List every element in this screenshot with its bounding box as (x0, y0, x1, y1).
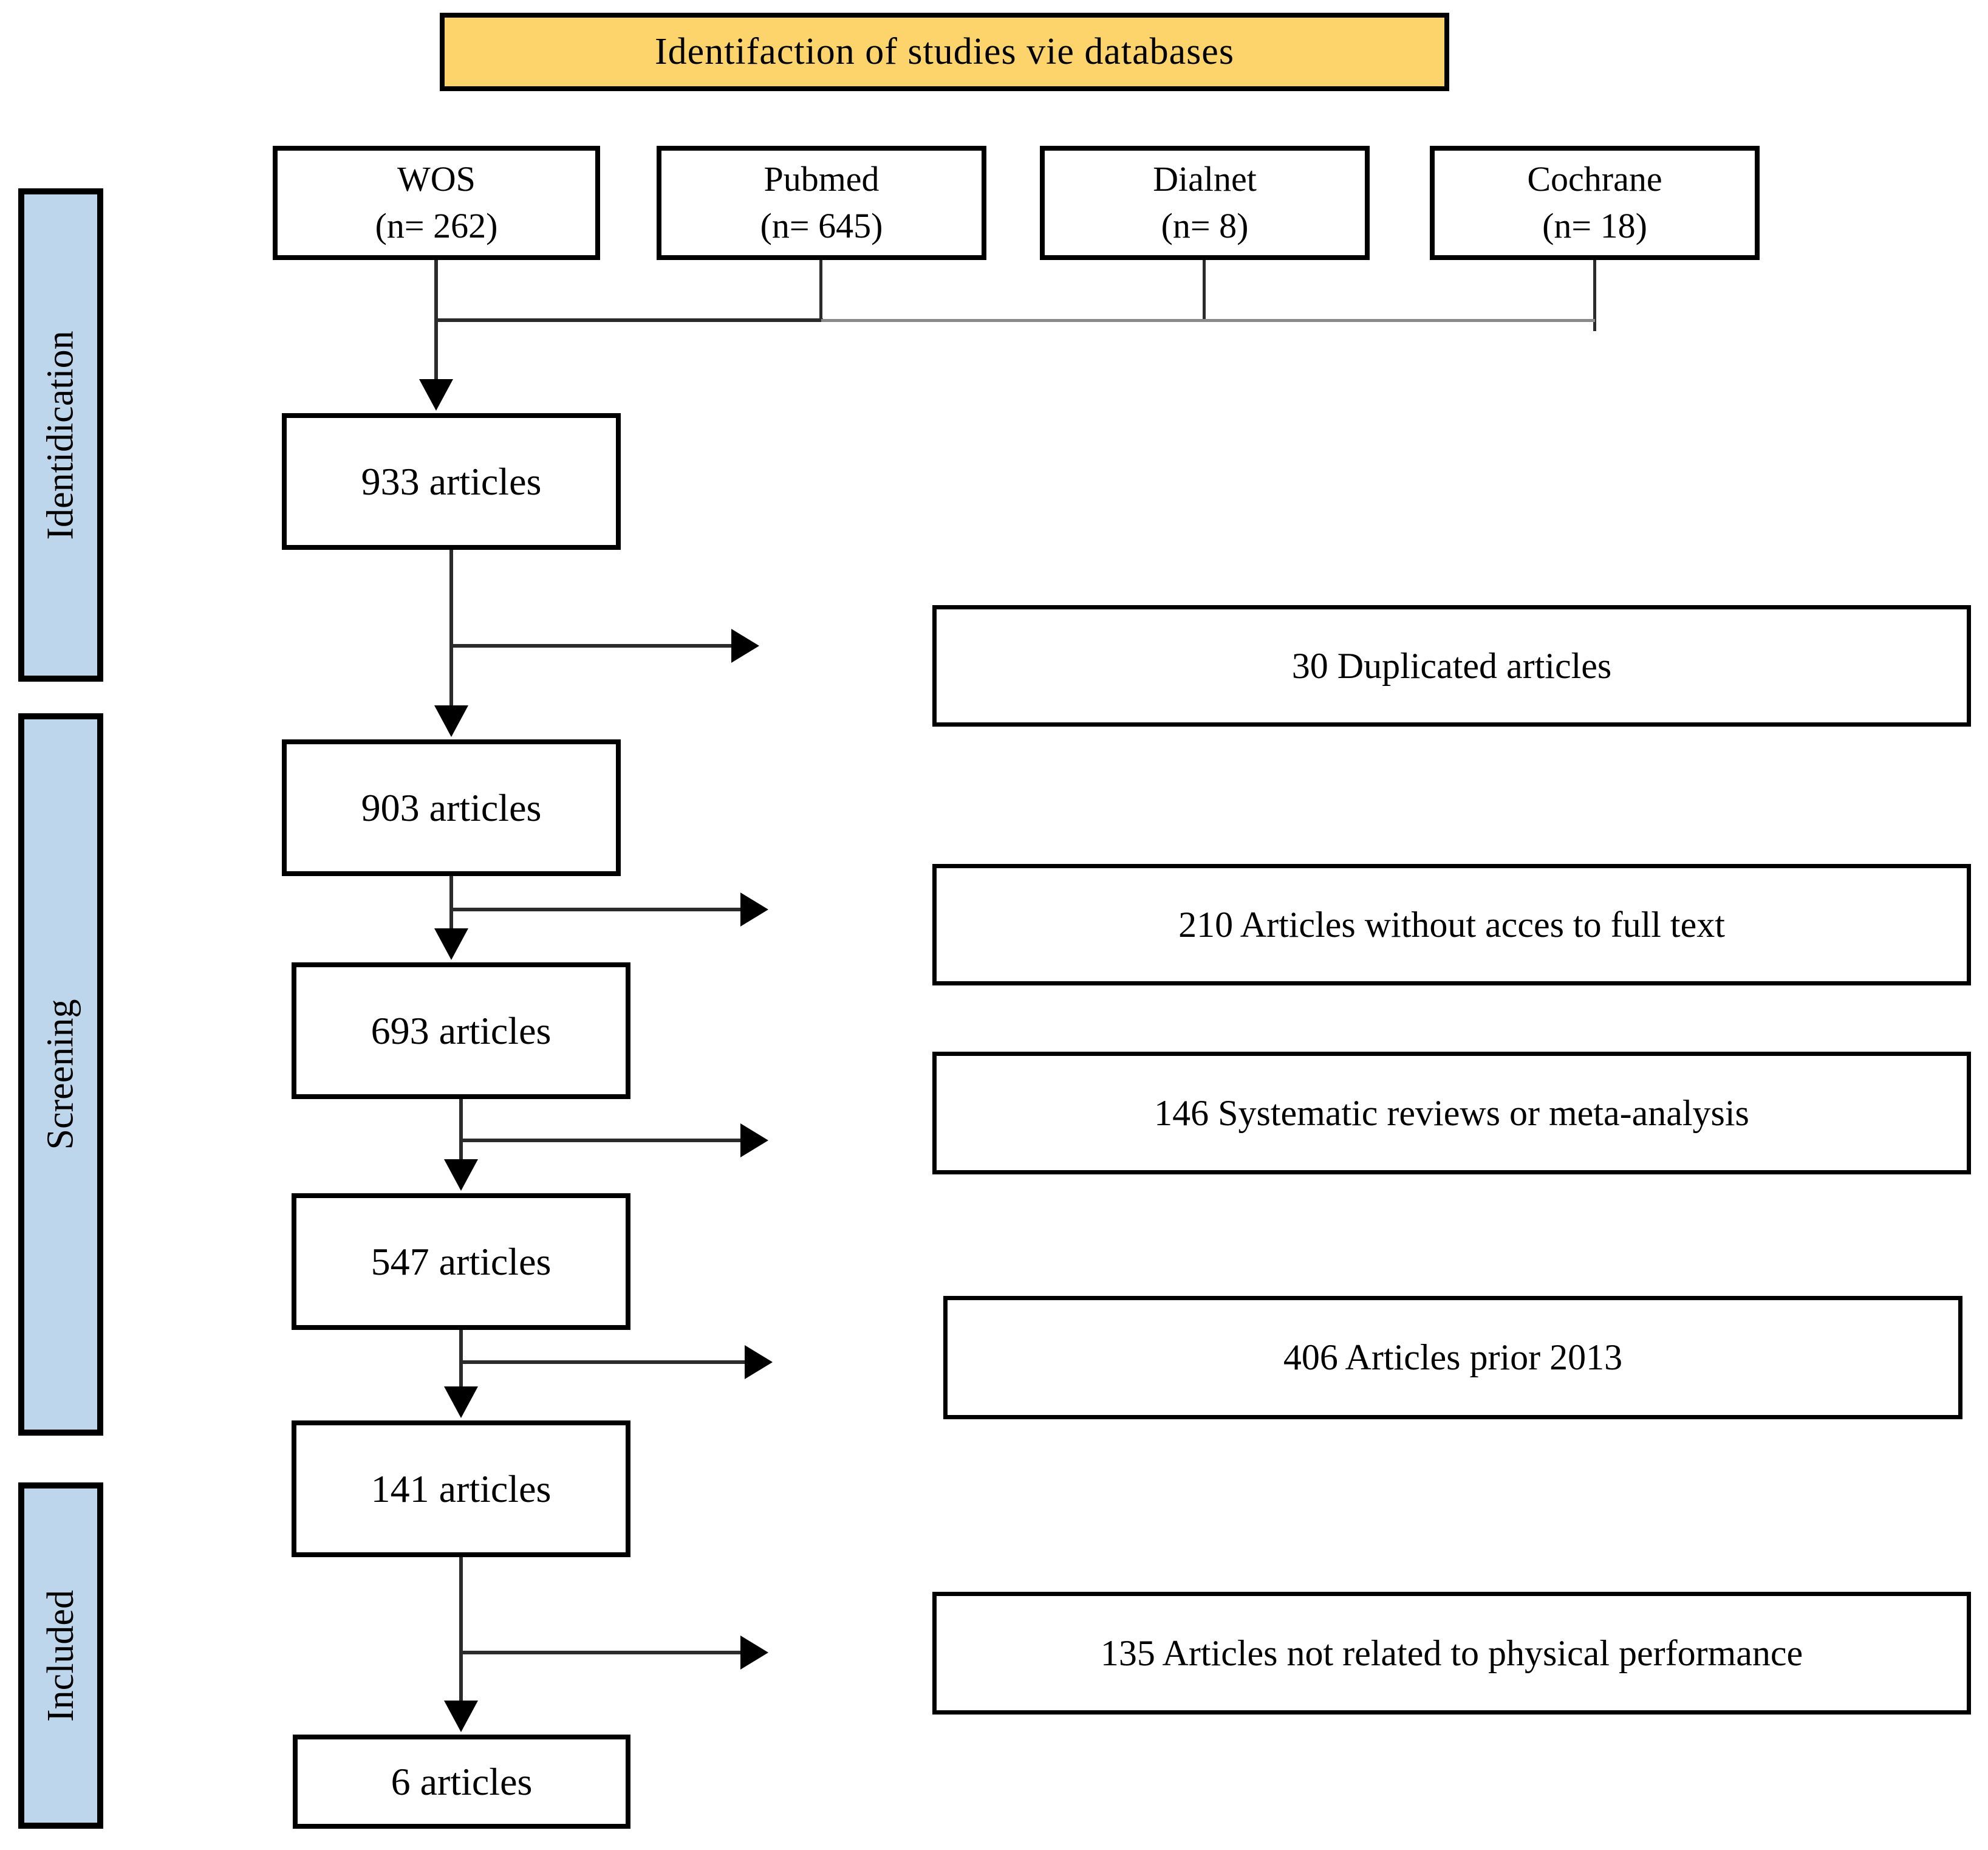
db-count: (n= 8) (1161, 206, 1249, 245)
flow-box-693: 693 articles (292, 962, 630, 1099)
db-count: (n= 262) (375, 206, 498, 245)
db-box-dialnet: Dialnet (n= 8) (1040, 146, 1370, 260)
flow-box-141: 141 articles (292, 1420, 630, 1557)
db-box-pubmed: Pubmed (n= 645) (657, 146, 986, 260)
arrow-right-icon (740, 1123, 768, 1157)
title-box: Identifaction of studies vie databases (440, 13, 1449, 91)
branch-e-vline (459, 1557, 463, 1703)
exclusion-box-not-related: 135 Articles not related to physical per… (932, 1592, 1971, 1715)
arrow-down-icon (444, 1701, 478, 1732)
flow-box-903: 903 articles (282, 739, 621, 876)
flow-label: 933 articles (361, 459, 542, 503)
title-label: Identifaction of studies vie databases (655, 31, 1234, 72)
stage-label: Identidication (39, 330, 81, 540)
branch-b-hline (449, 908, 740, 911)
exclusion-label: 210 Articles without acces to full text (1178, 904, 1725, 945)
connector-join-hline-gray (821, 319, 1595, 322)
db-count: (n= 645) (760, 206, 883, 245)
flow-box-547: 547 articles (292, 1193, 630, 1330)
connector-pubmed-vline (819, 260, 822, 320)
db-name: WOS (397, 159, 476, 199)
arrow-down-icon (419, 379, 453, 411)
exclusion-box-no-fulltext: 210 Articles without acces to full text (932, 864, 1971, 985)
flow-label: 141 articles (371, 1467, 552, 1510)
arrow-right-icon (731, 629, 759, 663)
flow-box-6: 6 articles (293, 1735, 630, 1829)
exclusion-label: 135 Articles not related to physical per… (1100, 1632, 1803, 1673)
stage-bar-identification: Identidication (18, 188, 103, 682)
arrow-right-icon (740, 892, 768, 927)
flow-box-933: 933 articles (282, 413, 621, 550)
arrow-down-icon (434, 928, 468, 960)
arrow-down-icon (444, 1159, 478, 1191)
branch-e-hline (459, 1651, 740, 1654)
exclusion-label: 30 Duplicated articles (1291, 645, 1612, 686)
flow-label: 6 articles (391, 1759, 533, 1803)
branch-d-vline (459, 1330, 463, 1389)
stage-label: Included (39, 1589, 81, 1722)
connector-cochrane-vline (1593, 260, 1596, 331)
flow-label: 693 articles (371, 1009, 552, 1052)
branch-c-vline (459, 1099, 463, 1162)
exclusion-box-reviews: 146 Systematic reviews or meta-analysis (932, 1052, 1971, 1174)
stage-bar-included: Included (18, 1482, 103, 1829)
branch-c-hline (459, 1139, 740, 1142)
branch-b-vline (449, 876, 453, 931)
db-name: Dialnet (1153, 159, 1257, 199)
db-count: (n= 18) (1542, 206, 1647, 245)
db-name: Cochrane (1527, 159, 1662, 199)
db-box-wos: WOS (n= 262) (273, 146, 600, 260)
stage-bar-screening: Screening (18, 713, 103, 1436)
flow-label: 903 articles (361, 786, 542, 829)
connector-dialnet-vline (1203, 260, 1206, 320)
db-name: Pubmed (763, 159, 880, 199)
branch-d-hline (459, 1360, 745, 1364)
arrow-down-icon (444, 1386, 478, 1418)
connector-join-hline (434, 318, 823, 322)
stage-label: Screening (39, 999, 81, 1150)
arrow-right-icon (745, 1345, 773, 1379)
exclusion-box-prior-2013: 406 Articles prior 2013 (943, 1296, 1962, 1419)
arrow-right-icon (740, 1636, 768, 1670)
exclusion-label: 406 Articles prior 2013 (1283, 1337, 1623, 1377)
flow-label: 547 articles (371, 1239, 552, 1283)
db-box-cochrane: Cochrane (n= 18) (1430, 146, 1760, 260)
branch-a-hline (449, 644, 731, 648)
exclusion-label: 146 Systematic reviews or meta-analysis (1154, 1092, 1749, 1133)
exclusion-box-duplicated: 30 Duplicated articles (932, 605, 1971, 727)
arrow-down-icon (434, 705, 468, 737)
branch-a-vline (449, 550, 453, 708)
